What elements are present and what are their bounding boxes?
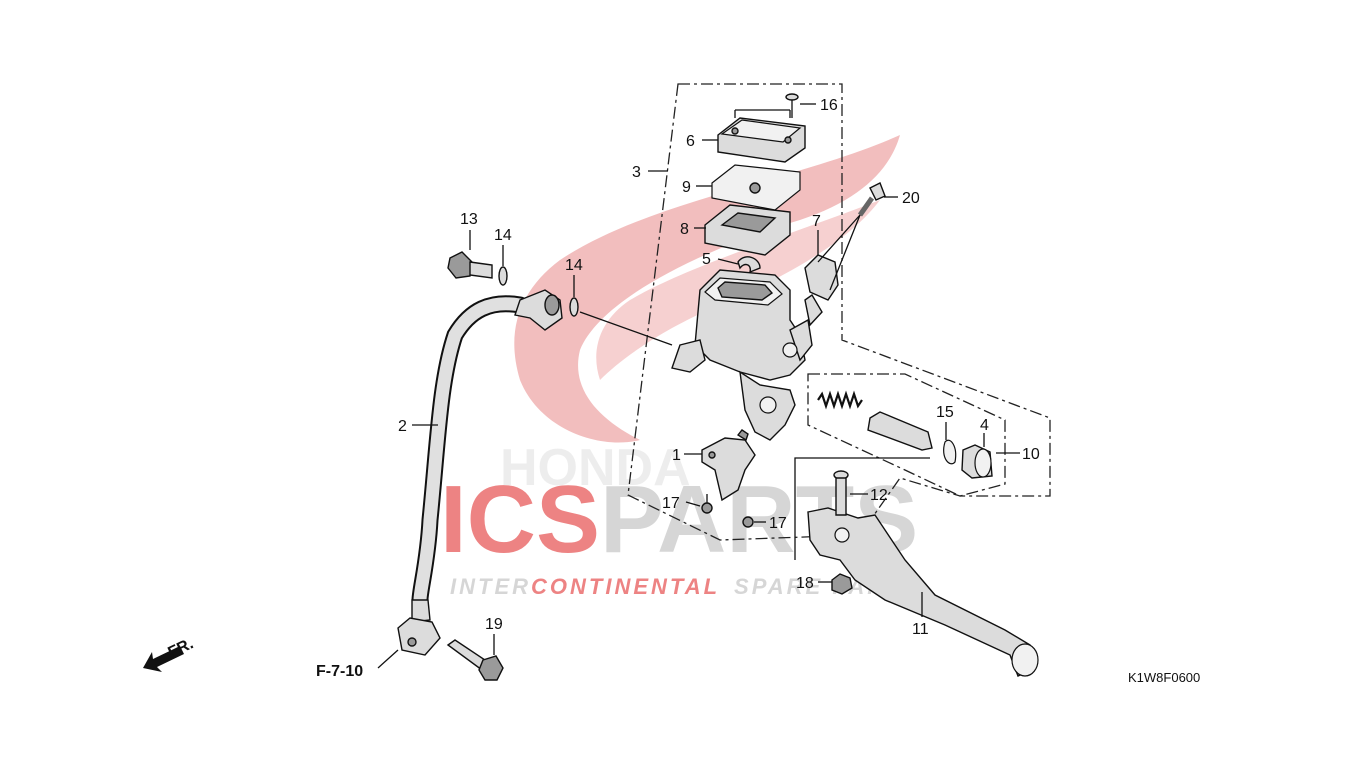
washer-14a	[498, 266, 508, 286]
clip	[737, 256, 761, 274]
callout-4: 4	[980, 417, 989, 434]
callout-20: 20	[902, 190, 920, 207]
nut-18	[831, 573, 853, 595]
callout-5: 5	[702, 251, 711, 268]
screw-16	[785, 93, 799, 118]
hose-connector-line	[579, 311, 673, 346]
bracket-16	[734, 109, 791, 118]
bolt-20	[817, 182, 886, 291]
lever-bracket	[794, 457, 930, 560]
callout-13: 13	[460, 211, 478, 228]
watermark-tagline-3: S	[734, 574, 752, 599]
callout-3: 3	[632, 164, 641, 181]
callout-11: 11	[912, 621, 929, 638]
callout-9: 9	[682, 179, 691, 196]
reference-label: F-7-10	[316, 663, 363, 680]
reservoir-cap	[717, 117, 806, 163]
pivot-bolt-12	[833, 470, 849, 516]
washer-14b	[569, 297, 579, 317]
diaphragm	[704, 204, 791, 256]
callout-6: 6	[686, 133, 695, 150]
callout-12: 12	[870, 487, 888, 504]
assembly-outline-10	[807, 373, 1006, 497]
dust-boot	[961, 444, 993, 479]
leader-lines	[377, 103, 1020, 669]
watermark-tagline-2: CONTINENTAL	[531, 574, 720, 599]
callout-17a: 17	[662, 495, 680, 512]
brake-switch	[701, 429, 756, 502]
front-direction-label: FR.	[166, 635, 197, 661]
master-cylinder-body	[671, 269, 813, 441]
callout-18: 18	[796, 575, 814, 592]
piston	[867, 411, 933, 451]
callout-14a: 14	[494, 227, 512, 244]
diaphragm-plate	[711, 164, 801, 211]
brake-hose	[397, 289, 563, 656]
callout-19: 19	[485, 616, 503, 633]
callout-1: 1	[672, 447, 681, 464]
callout-2: 2	[398, 418, 407, 435]
spring	[817, 390, 863, 410]
callout-16: 16	[820, 97, 838, 114]
master-cylinder-holder	[804, 254, 839, 327]
callout-14b: 14	[565, 257, 583, 274]
callout-7: 7	[812, 213, 821, 230]
screw-17b	[742, 516, 754, 528]
bolt-19	[446, 639, 504, 681]
callout-10: 10	[1022, 446, 1040, 463]
circlip	[943, 439, 957, 465]
diagram-code: K1W8F0600	[1128, 670, 1200, 685]
screw-17a	[701, 494, 713, 514]
callout-8: 8	[680, 221, 689, 238]
front-direction-arrow-icon	[143, 646, 184, 672]
callout-15: 15	[936, 404, 954, 421]
watermark-wing-text: HONDA	[500, 439, 691, 497]
watermark-brand-red: ICS	[440, 466, 600, 573]
watermark-tagline-1: INTER	[450, 574, 531, 599]
bolt-13	[447, 251, 493, 279]
callout-17b: 17	[769, 515, 787, 532]
